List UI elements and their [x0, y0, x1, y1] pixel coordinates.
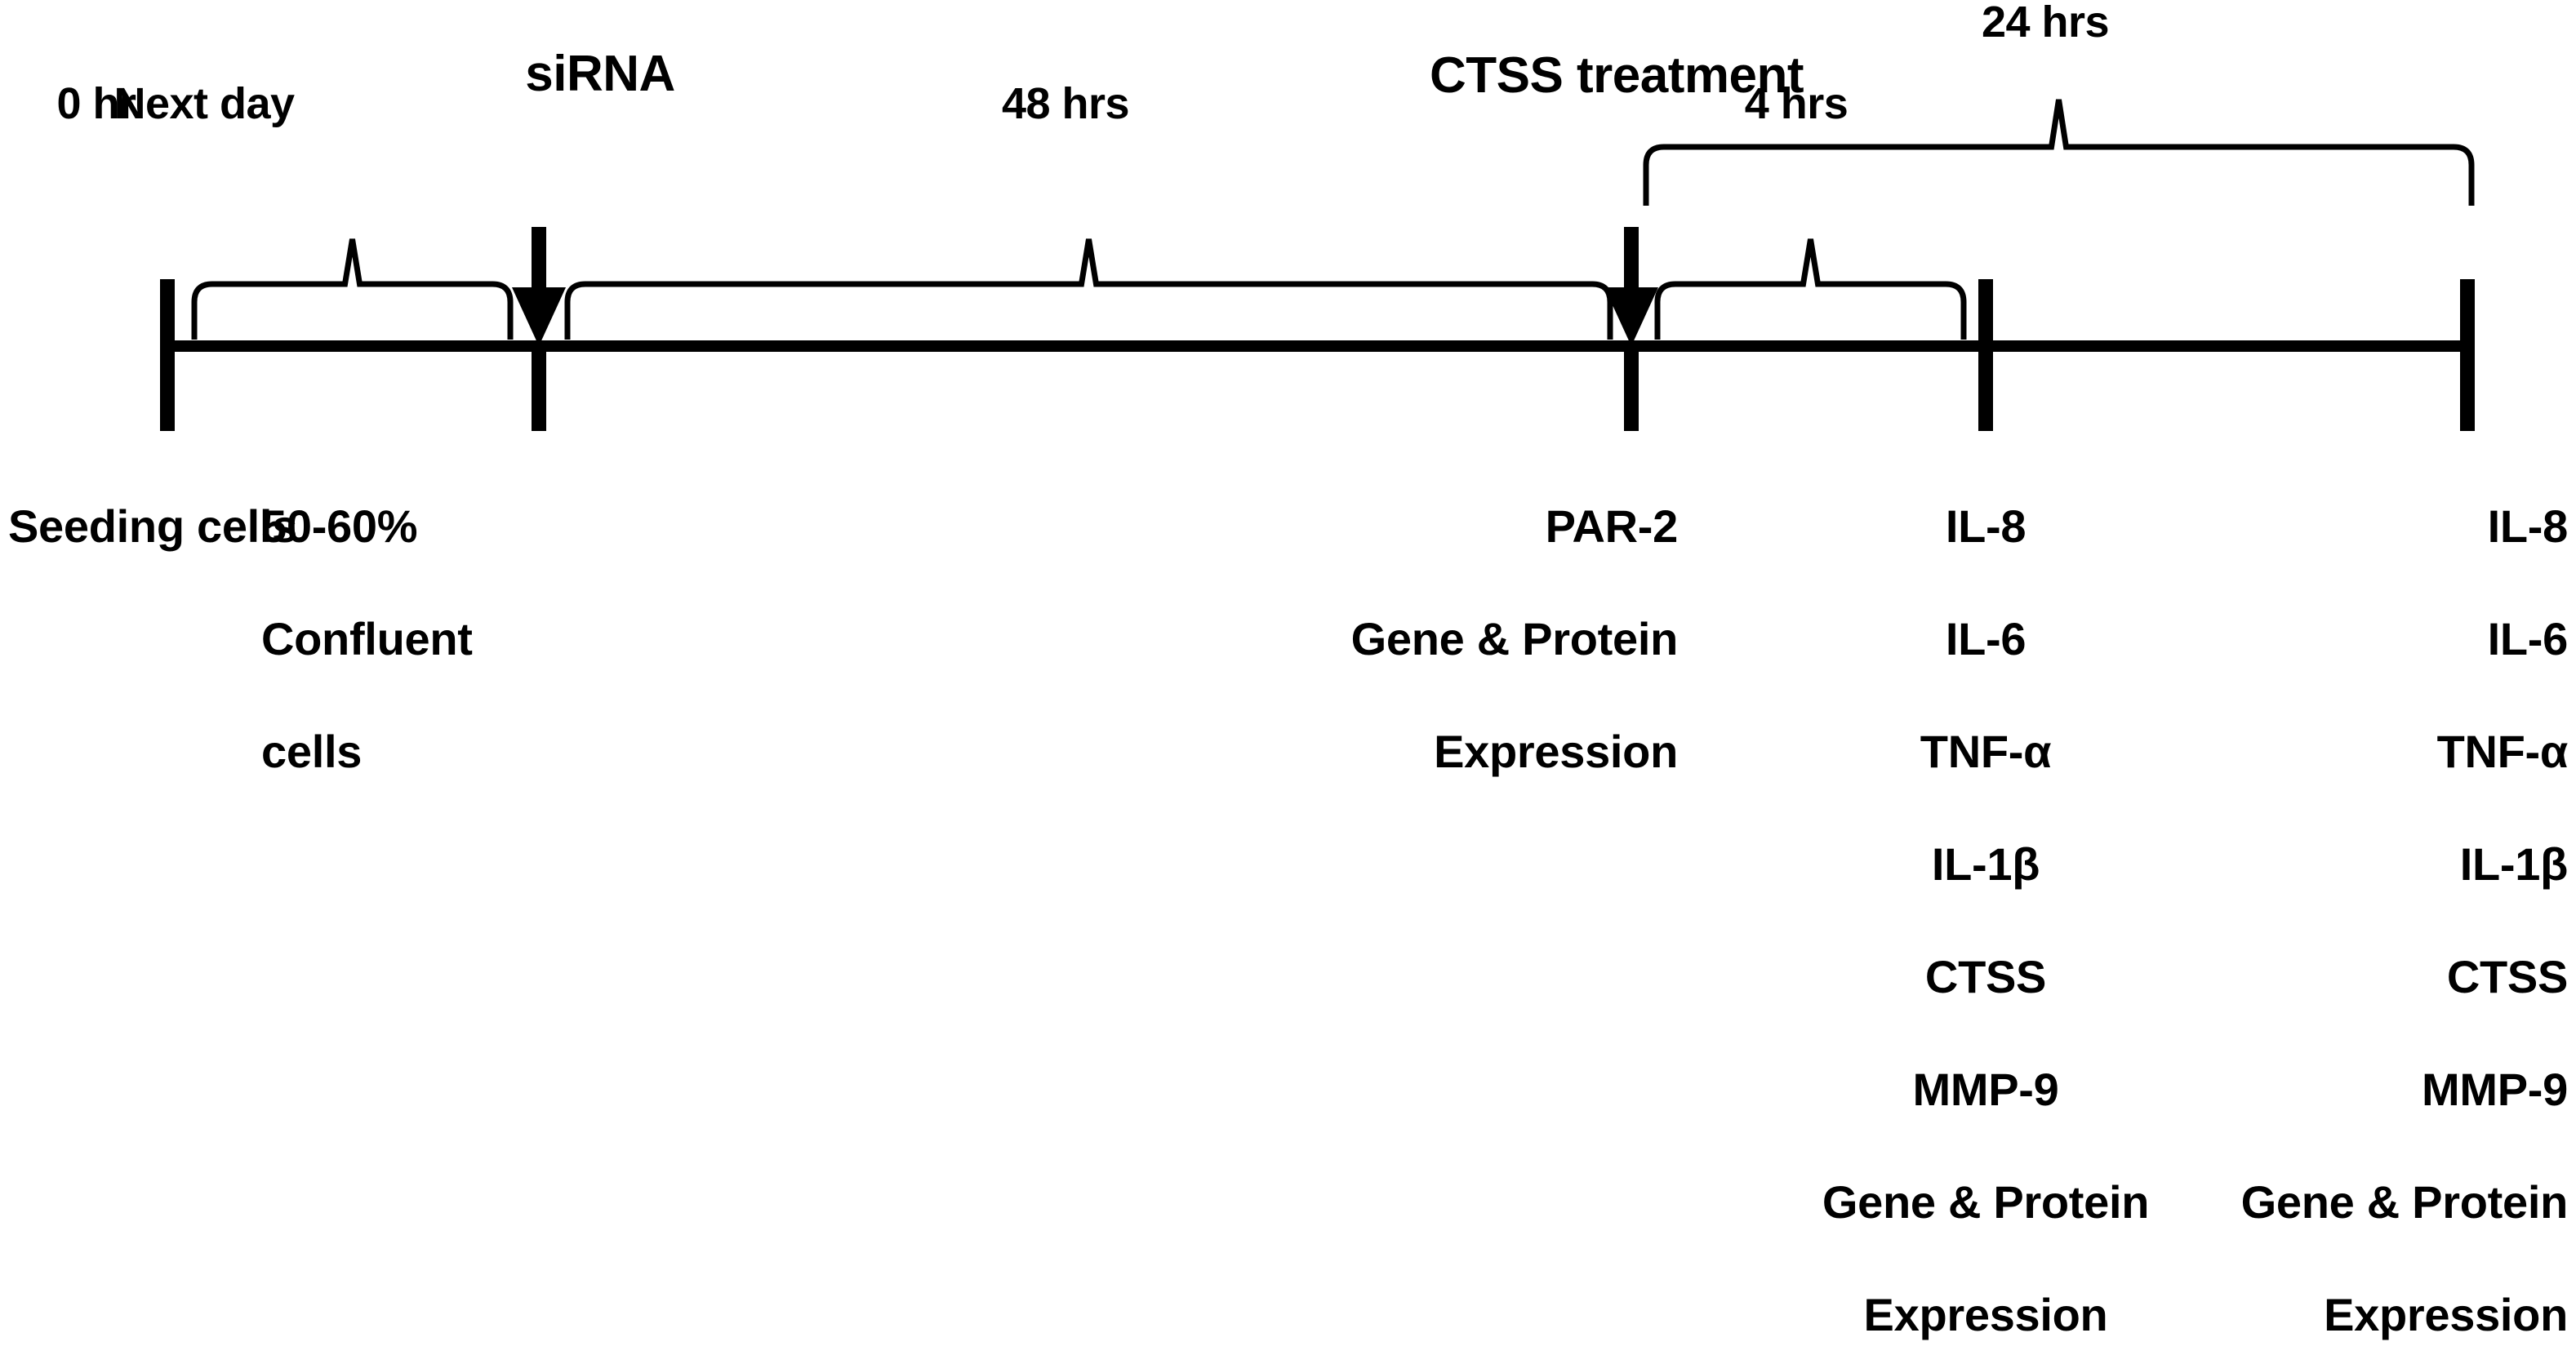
tick-0hr: [160, 279, 175, 431]
bracket-24hrs: [1643, 99, 2475, 206]
column-item-timepoint-24hr-5: MMP-9: [2422, 1064, 2568, 1115]
column-item-timepoint-24hr-1: IL-6: [2487, 613, 2569, 664]
column-item-timepoint-4hr-3: IL-1β: [1931, 838, 2040, 890]
tick-sirna: [532, 346, 546, 431]
timeline-axis-line: [163, 340, 2474, 352]
column-item-seeding-0: Seeding cells: [8, 500, 298, 552]
event-label-sirna: siRNA: [525, 46, 675, 102]
duration-label-d24: 24 hrs: [1981, 0, 2110, 47]
column-item-par2-1: Gene & Protein: [1350, 613, 1679, 664]
column-item-par2-2: Expression: [1434, 726, 1678, 777]
arrow-ctss-head: [1604, 287, 1658, 346]
duration-label-nextday: Next day: [113, 79, 295, 128]
column-item-confluent-1: Confluent: [261, 613, 473, 664]
bracket-4hrs: [1654, 238, 1967, 340]
arrow-ctss-shaft: [1624, 227, 1639, 289]
duration-label-d48: 48 hrs: [1001, 79, 1130, 128]
timeline-arrows-group: [512, 227, 1658, 346]
bracket-next-day: [191, 238, 514, 340]
column-item-timepoint-24hr-7: Expression: [2324, 1289, 2568, 1340]
event-label-ctss: CTSS treatment: [1429, 47, 1804, 104]
column-item-confluent-2: cells: [261, 726, 363, 777]
column-item-timepoint-4hr-4: CTSS: [1924, 951, 2047, 1002]
column-item-timepoint-24hr-2: TNF-α: [2436, 726, 2569, 777]
duration-label-t0: 0 hr: [56, 79, 136, 128]
column-item-par2-0: PAR-2: [1545, 500, 1679, 552]
column-item-timepoint-24hr-4: CTSS: [2446, 951, 2568, 1002]
column-item-timepoint-24hr-6: Gene & Protein: [2240, 1176, 2569, 1228]
column-item-timepoint-24hr-3: IL-1β: [2459, 838, 2569, 890]
tick-par2: [1624, 346, 1639, 431]
timeline-baseline-group: [163, 340, 2474, 352]
column-item-timepoint-4hr-6: Gene & Protein: [1822, 1176, 2150, 1228]
arrow-sirna-shaft: [532, 227, 546, 289]
bracket-48hrs: [564, 238, 1613, 340]
tick-il8-24h: [2460, 279, 2475, 431]
tick-il8-4h: [1978, 279, 1993, 431]
column-item-timepoint-4hr-0: IL-8: [1945, 500, 2027, 552]
column-item-timepoint-4hr-5: MMP-9: [1912, 1064, 2059, 1115]
column-item-timepoint-24hr-0: IL-8: [2487, 500, 2569, 552]
column-item-confluent-0: 50-60%: [261, 500, 418, 552]
column-item-timepoint-4hr-2: TNF-α: [1920, 726, 2052, 777]
duration-label-d4: 4 hrs: [1744, 79, 1849, 128]
column-item-timepoint-4hr-1: IL-6: [1945, 613, 2027, 664]
column-item-timepoint-4hr-7: Expression: [1863, 1289, 2108, 1340]
arrow-sirna-head: [512, 287, 566, 346]
timeline-ticks-group: [160, 279, 2475, 431]
